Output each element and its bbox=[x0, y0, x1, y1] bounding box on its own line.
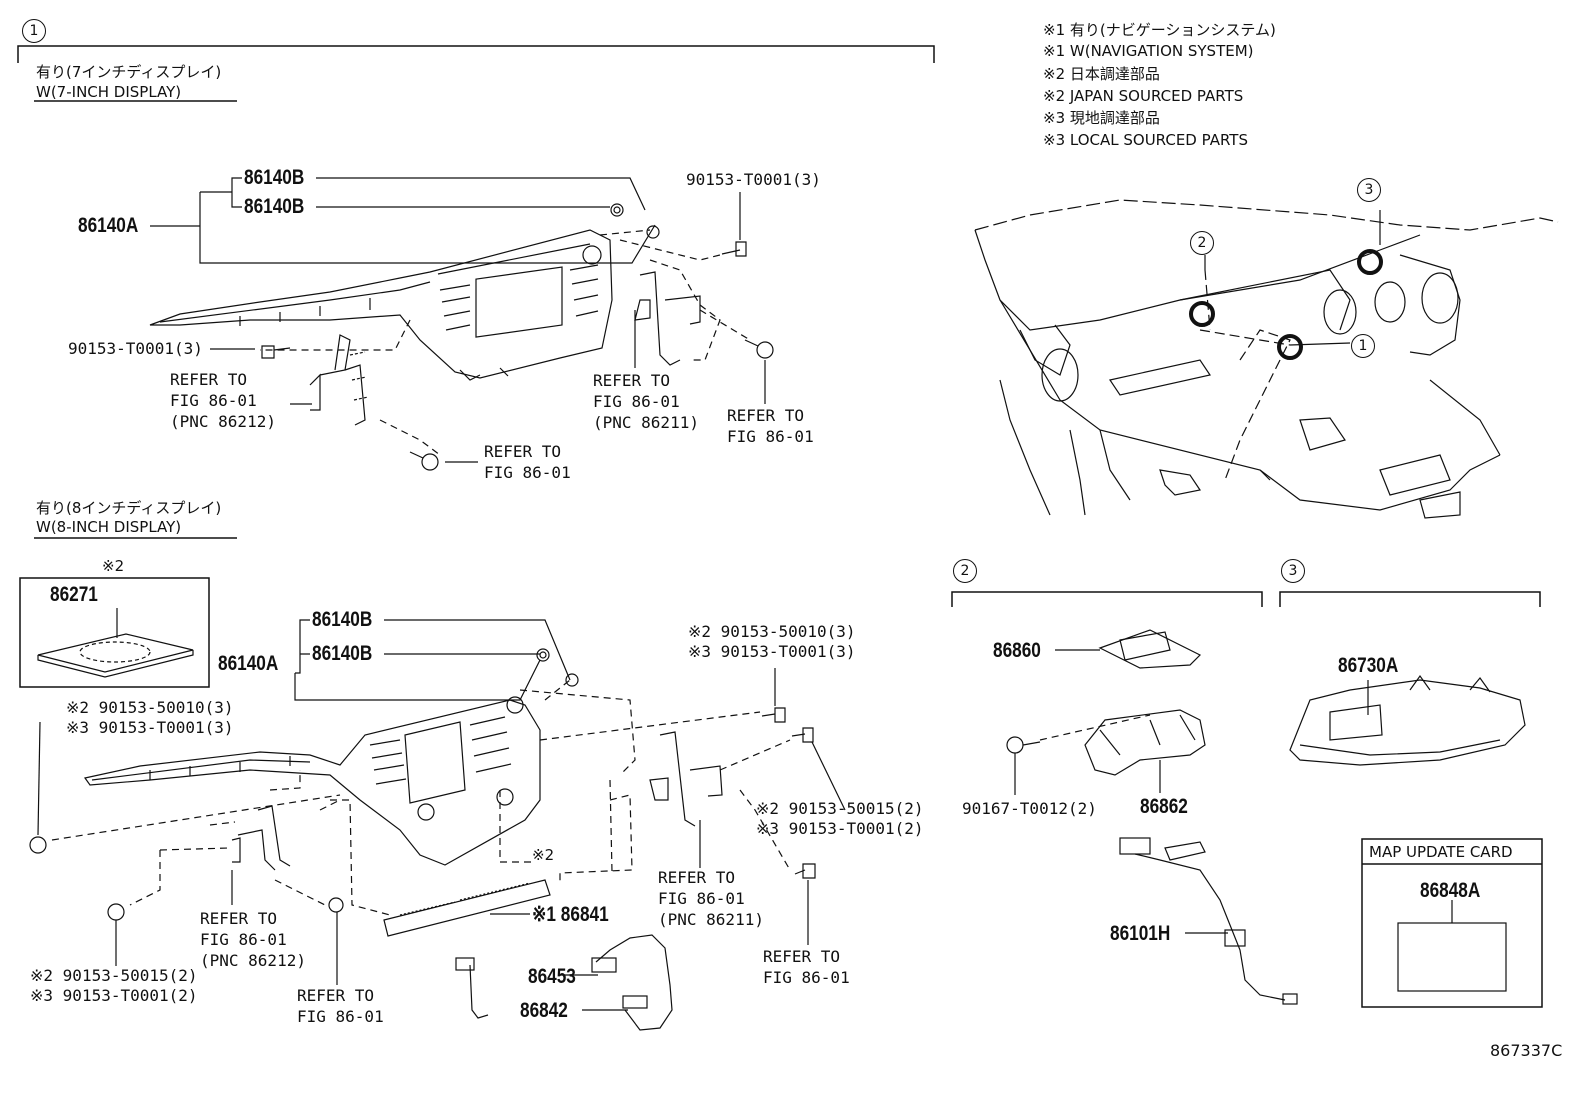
locator-marker-1: 1 bbox=[1351, 334, 1375, 358]
top-leaders bbox=[150, 177, 766, 463]
part-86271[interactable]: 86271 bbox=[50, 583, 98, 606]
top-bracket-left bbox=[309, 334, 369, 426]
section2-bracket bbox=[951, 591, 1263, 607]
section1-header-jp: 有り(7インチディスプレイ) bbox=[36, 63, 222, 81]
map-update-card-title: MAP UPDATE CARD bbox=[1369, 843, 1513, 861]
note-1-jp: ※1 有り(ナビゲーションシステム) bbox=[1043, 21, 1276, 39]
note-2-86271: ※2 bbox=[102, 557, 125, 575]
refer-fig-86211-bottom[interactable]: REFER TO FIG 86-01 (PNC 86211) bbox=[658, 868, 764, 929]
part-86140B-top-1[interactable]: 86140B bbox=[244, 166, 305, 189]
part-86140A-bottom[interactable]: 86140A bbox=[218, 652, 279, 675]
bottom-dashed-guides bbox=[51, 679, 791, 916]
86271-disc-card bbox=[37, 633, 194, 678]
note-2-en: ※2 JAPAN SOURCED PARTS bbox=[1043, 87, 1244, 105]
section1b-header-en: W(8-INCH DISPLAY) bbox=[36, 518, 182, 536]
90167-bolt bbox=[1006, 736, 1041, 754]
bolt-bl-jp[interactable]: ※2 90153-50015(2) bbox=[30, 966, 198, 985]
center-note-2: ※2 bbox=[532, 846, 555, 864]
part-86841[interactable]: ※1 86841 bbox=[532, 903, 609, 926]
bolt-90153-T0001-top-right[interactable]: 90153-T0001(3) bbox=[686, 170, 821, 189]
part-86140B-bottom-1[interactable]: 86140B bbox=[312, 608, 373, 631]
bolt-tr-jp[interactable]: ※2 90153-50010(3) bbox=[688, 622, 856, 641]
part-86862[interactable]: 86862 bbox=[1140, 795, 1188, 818]
section-2-marker: 2 bbox=[953, 559, 977, 583]
locator-interior-view bbox=[974, 199, 1559, 519]
figure-code: 867337C bbox=[1490, 1041, 1563, 1060]
bottom-harness bbox=[455, 934, 673, 1031]
section3-leaders bbox=[1367, 680, 1453, 923]
bottom-leaders bbox=[37, 608, 846, 1011]
locator-marker-2: 2 bbox=[1190, 231, 1214, 255]
refer-fig-86212-top[interactable]: REFER TO FIG 86-01 (PNC 86212) bbox=[170, 370, 276, 431]
top-bezel-drawing bbox=[149, 229, 613, 381]
bolt-r-local[interactable]: ※3 90153-T0001(2) bbox=[756, 819, 924, 838]
top-dashed-guides bbox=[260, 229, 751, 456]
note-1-en: ※1 W(NAVIGATION SYSTEM) bbox=[1043, 42, 1254, 60]
section1-header-en: W(7-INCH DISPLAY) bbox=[36, 83, 182, 101]
part-86101H[interactable]: 86101H bbox=[1110, 922, 1171, 945]
bottom-bracket-right bbox=[649, 731, 723, 827]
part-86860[interactable]: 86860 bbox=[993, 639, 1041, 662]
note-2-jp: ※2 日本調達部品 bbox=[1043, 65, 1160, 83]
top-fasteners bbox=[261, 203, 774, 471]
refer-fig-86-01-top-right[interactable]: REFER TO FIG 86-01 bbox=[727, 406, 814, 446]
refer-fig-86211-top[interactable]: REFER TO FIG 86-01 (PNC 86211) bbox=[593, 371, 699, 432]
part-86140B-top-2[interactable]: 86140B bbox=[244, 195, 305, 218]
86860-part bbox=[1098, 629, 1202, 669]
bolt-90153-T0001-top-left[interactable]: 90153-T0001(3) bbox=[68, 339, 203, 358]
section1b-header-jp: 有り(8インチディスプレイ) bbox=[36, 499, 222, 517]
part-86453[interactable]: 86453 bbox=[528, 965, 576, 988]
bottom-bezel-drawing bbox=[83, 696, 541, 866]
refer-fig-86-01-bottom-right[interactable]: REFER TO FIG 86-01 bbox=[763, 947, 850, 987]
section3-bracket bbox=[1279, 591, 1541, 607]
part-86842[interactable]: 86842 bbox=[520, 999, 568, 1022]
86862-bracket bbox=[1039, 709, 1206, 776]
bolt-bl-local[interactable]: ※3 90153-T0001(2) bbox=[30, 986, 198, 1005]
note-3-en: ※3 LOCAL SOURCED PARTS bbox=[1043, 131, 1248, 149]
86101H-harness bbox=[1119, 837, 1298, 1005]
refer-fig-86-01-bottom[interactable]: REFER TO FIG 86-01 bbox=[297, 986, 384, 1026]
part-86140A-top[interactable]: 86140A bbox=[78, 214, 139, 237]
bottom-bracket-left bbox=[231, 805, 291, 871]
section-3-marker: 3 bbox=[1281, 559, 1305, 583]
part-86140B-bottom-2[interactable]: 86140B bbox=[312, 642, 373, 665]
top-bracket-right bbox=[634, 271, 701, 366]
bolt-l-jp[interactable]: ※2 90153-50010(3) bbox=[66, 698, 234, 717]
bolt-r-jp[interactable]: ※2 90153-50015(2) bbox=[756, 799, 924, 818]
note-3-jp: ※3 現地調達部品 bbox=[1043, 109, 1160, 127]
refer-fig-86212-bottom[interactable]: REFER TO FIG 86-01 (PNC 86212) bbox=[200, 909, 306, 970]
bolt-l-local[interactable]: ※3 90153-T0001(3) bbox=[66, 718, 234, 737]
86271-box bbox=[19, 577, 210, 688]
map-card-box bbox=[1361, 838, 1543, 1008]
section1-bracket bbox=[17, 45, 935, 63]
locator-marker-3: 3 bbox=[1357, 178, 1381, 202]
part-86848A[interactable]: 86848A bbox=[1420, 879, 1481, 902]
bolt-90167-T0012[interactable]: 90167-T0012(2) bbox=[962, 799, 1097, 818]
bottom-fasteners bbox=[29, 648, 816, 921]
refer-fig-86-01-top-bottom[interactable]: REFER TO FIG 86-01 bbox=[484, 442, 571, 482]
section-1-marker: 1 bbox=[22, 19, 46, 43]
part-86730A[interactable]: 86730A bbox=[1338, 654, 1399, 677]
bottom-86841-module bbox=[383, 879, 551, 937]
map-card-card bbox=[1397, 922, 1507, 992]
section2-leaders bbox=[1014, 649, 1228, 934]
86730A-part bbox=[1289, 674, 1526, 766]
bolt-tr-local[interactable]: ※3 90153-T0001(3) bbox=[688, 642, 856, 661]
